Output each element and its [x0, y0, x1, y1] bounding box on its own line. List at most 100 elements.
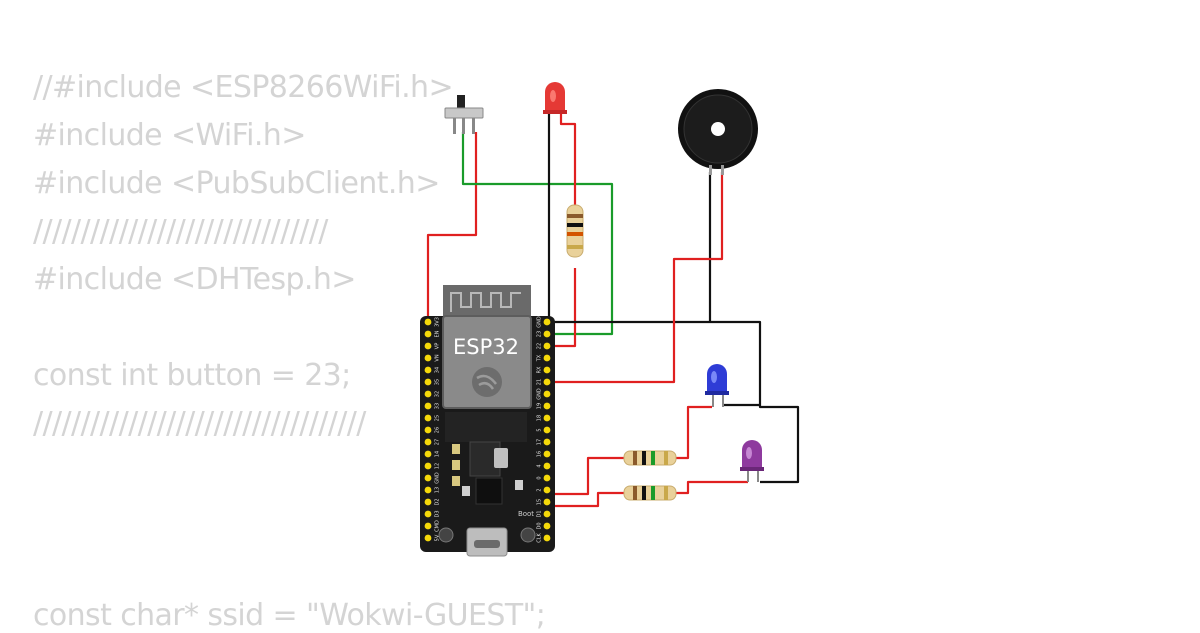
code-line: #include <PubSubClient.h>: [33, 166, 440, 201]
pin-label: 14: [435, 451, 441, 457]
pin-5[interactable]: [543, 426, 551, 434]
pin-25[interactable]: [424, 414, 432, 422]
boot-label: Boot: [518, 510, 534, 518]
led-red[interactable]: [543, 82, 567, 114]
pin-label: D0: [537, 522, 543, 529]
pin-rx[interactable]: [543, 366, 551, 374]
pin-label: 5: [537, 428, 543, 431]
wire-gnd-bus[interactable]: [552, 320, 800, 484]
pin-26[interactable]: [424, 426, 432, 434]
pin-label: 16: [537, 451, 543, 457]
wire-purple-res-in[interactable]: [552, 491, 628, 508]
pin-15[interactable]: [543, 498, 551, 506]
pin-label: 23: [537, 331, 543, 337]
pin-label: 19: [537, 403, 543, 409]
pin-label: 25: [435, 415, 441, 421]
pin-label: 18: [537, 415, 543, 421]
pin-label: TX: [537, 354, 543, 362]
buzzer[interactable]: [678, 89, 758, 175]
pin-label: D2: [435, 498, 441, 505]
pin-0[interactable]: [543, 474, 551, 482]
pin-d3[interactable]: [424, 510, 432, 518]
pin-2[interactable]: [543, 486, 551, 494]
resistor-2[interactable]: [623, 450, 677, 466]
pin-d2[interactable]: [424, 498, 432, 506]
pin-vn[interactable]: [424, 354, 432, 362]
pin-4[interactable]: [543, 462, 551, 470]
pin-12[interactable]: [424, 462, 432, 470]
wire-switch-green[interactable]: [461, 132, 614, 336]
pin-tx[interactable]: [543, 354, 551, 362]
pin-label: 5V: [435, 534, 441, 541]
pin-label: VP: [435, 343, 441, 349]
pin-23[interactable]: [543, 330, 551, 338]
pin-label: 12: [435, 463, 441, 469]
esp32-board[interactable]: ESP32 Boot 3V3ENVPVN343532332526271412GN…: [420, 285, 555, 557]
pin-34[interactable]: [424, 366, 432, 374]
pin-label: 26: [435, 427, 441, 433]
pin-gnd[interactable]: [543, 390, 551, 398]
left-pin-header: 3V3ENVPVN343532332526271412GND13D2D3CMD5…: [424, 317, 441, 542]
pin-27[interactable]: [424, 438, 432, 446]
code-line: #include <WiFi.h>: [33, 118, 306, 153]
wire-purple-res-out[interactable]: [674, 480, 748, 495]
resistor-3[interactable]: [623, 485, 677, 501]
pin-label: 35: [435, 379, 441, 385]
code-line: #include <DHTesp.h>: [33, 262, 356, 297]
pin-17[interactable]: [543, 438, 551, 446]
pin-13[interactable]: [424, 486, 432, 494]
pin-3v3[interactable]: [424, 318, 432, 326]
board-label: ESP32: [453, 335, 519, 359]
pin-32[interactable]: [424, 390, 432, 398]
pin-label: GND: [537, 316, 543, 328]
led-purple[interactable]: [740, 440, 764, 482]
wire-resistor-pin[interactable]: [552, 268, 577, 348]
code-line: ///////////////////////////////////: [33, 406, 366, 441]
wire-buzzer-signal[interactable]: [552, 172, 724, 384]
wires: [426, 112, 800, 508]
resistor-1[interactable]: [566, 204, 584, 258]
pin-label: 32: [435, 391, 441, 397]
pin-cmd[interactable]: [424, 522, 432, 530]
wire-led-red-anode[interactable]: [559, 112, 577, 205]
pin-label: 22: [537, 343, 543, 349]
pin-label: 33: [435, 403, 441, 409]
pin-35[interactable]: [424, 378, 432, 386]
pin-label: 2: [537, 488, 543, 491]
code-line: ///////////////////////////////: [33, 214, 328, 249]
pin-d0[interactable]: [543, 522, 551, 530]
pin-5v[interactable]: [424, 534, 432, 542]
pin-gnd[interactable]: [543, 318, 551, 326]
pin-22[interactable]: [543, 342, 551, 350]
pin-18[interactable]: [543, 414, 551, 422]
pin-label: RX: [537, 366, 543, 373]
pin-label: 0: [537, 476, 543, 479]
pin-19[interactable]: [543, 402, 551, 410]
code-line: const char* ssid = "Wokwi-GUEST";: [33, 598, 546, 633]
pin-clk[interactable]: [543, 534, 551, 542]
pin-14[interactable]: [424, 450, 432, 458]
pin-label: 3V3: [435, 317, 441, 327]
pin-gnd[interactable]: [424, 474, 432, 482]
pin-label: 17: [537, 439, 543, 445]
pin-label: 34: [435, 367, 441, 373]
pin-label: D3: [435, 510, 441, 517]
pin-16[interactable]: [543, 450, 551, 458]
pin-label: CMD: [435, 520, 441, 532]
slide-switch[interactable]: [444, 95, 484, 134]
code-line: //#include <ESP8266WiFi.h>: [33, 70, 454, 105]
pin-label: GND: [537, 388, 543, 400]
pin-21[interactable]: [543, 378, 551, 386]
wire-blue-res-in[interactable]: [552, 456, 628, 496]
pin-en[interactable]: [424, 330, 432, 338]
pin-33[interactable]: [424, 402, 432, 410]
pin-label: 13: [435, 487, 441, 493]
led-blue[interactable]: [705, 364, 729, 407]
pin-d1[interactable]: [543, 510, 551, 518]
wire-blue-res-out[interactable]: [674, 405, 712, 460]
pin-label: EN: [435, 330, 441, 337]
pin-vp[interactable]: [424, 342, 432, 350]
